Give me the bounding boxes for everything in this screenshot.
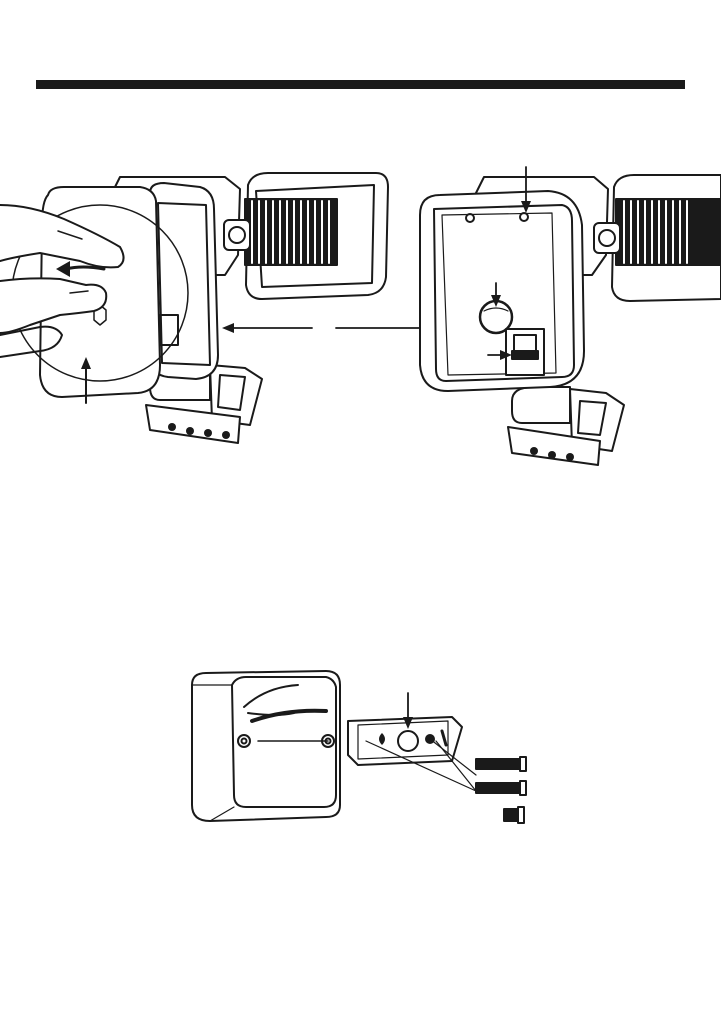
housing-icon <box>420 191 584 391</box>
double-arrow-icon <box>222 323 436 333</box>
housing-figure <box>0 165 721 485</box>
junction-box-figure <box>186 665 536 835</box>
light-fixture-left-icon <box>0 173 388 443</box>
light-fixture-right-icon <box>420 167 721 465</box>
screw-icon <box>476 757 526 823</box>
mounting-bracket-icon <box>348 693 476 791</box>
section-divider-bar <box>36 80 685 89</box>
junction-box-icon <box>192 671 340 821</box>
terminal-block-icon <box>506 329 544 375</box>
